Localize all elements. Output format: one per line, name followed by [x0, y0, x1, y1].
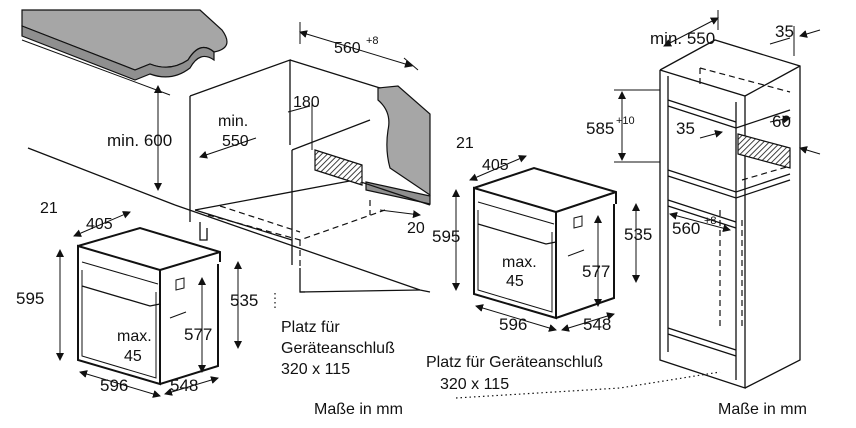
counter-width-value: 560	[334, 40, 361, 57]
vent-height-value: 60	[772, 112, 791, 131]
oven-side-value-right: 548	[583, 315, 611, 334]
vent-gap-value: 35	[676, 119, 695, 138]
oven-body-height-value-right: 535	[624, 225, 652, 244]
connection-label-line3: 320 x 115	[281, 361, 350, 378]
connection-label-line1: Platz für	[281, 319, 340, 336]
connection-label-right-line2: 320 x 115	[440, 376, 509, 393]
cutout-height-value: 585	[586, 119, 614, 138]
max-label: max.	[117, 328, 152, 345]
oven-width-value-right: 596	[499, 315, 527, 334]
height-min-label: min. 600	[107, 131, 172, 150]
right-figure: min. 550 35 585 +10 35 60 560 +8	[426, 10, 821, 418]
countertop-left	[21, 9, 228, 96]
units-note-right: Maße in mm	[718, 401, 807, 418]
countertop-right	[365, 85, 431, 205]
depth-value: 550	[222, 133, 249, 150]
oven-depth-total-value: 21	[40, 200, 58, 217]
connection-label-line2: Geräteanschluß	[281, 340, 395, 357]
max-label-right: max.	[502, 254, 537, 271]
oven-inner-height-value: 577	[184, 325, 212, 344]
oven-body-height-value: 535	[230, 291, 258, 310]
oven-depth-value-right: 405	[482, 157, 509, 174]
counter-width-tolerance: +8	[366, 35, 379, 47]
oven-side-value: 548	[170, 376, 198, 395]
oven-depth-value: 405	[86, 216, 113, 233]
units-note-left: Maße in mm	[314, 401, 403, 418]
max-value: 45	[124, 348, 142, 365]
oven-depth-total-value-right: 21	[456, 135, 474, 152]
max-value-right: 45	[506, 273, 524, 290]
cabinet-side-value: 35	[775, 22, 794, 41]
oven-inner-height-value-right: 577	[582, 262, 610, 281]
tall-cabinet	[659, 39, 801, 389]
vent-depth-value: 20	[407, 220, 425, 237]
cutout-height-tolerance: +10	[616, 115, 635, 127]
oven-height-value: 595	[16, 289, 44, 308]
vent-width-value: 180	[293, 94, 320, 111]
oven-right	[473, 166, 617, 320]
oven-width-value: 596	[100, 376, 128, 395]
left-figure: 560 +8 min. 600 min. 550 180 20 595	[16, 9, 431, 418]
cabinet-depth-label: min. 550	[650, 29, 715, 48]
depth-min-label: min.	[218, 113, 248, 130]
cabinet-niche	[27, 59, 431, 293]
cutout-width-tolerance: +8	[704, 215, 717, 227]
connection-label-right-line1: Platz für Geräteanschluß	[426, 354, 603, 371]
oven-left	[77, 226, 221, 386]
oven-height-value-right: 595	[432, 227, 460, 246]
cutout-width-value: 560	[672, 219, 700, 238]
